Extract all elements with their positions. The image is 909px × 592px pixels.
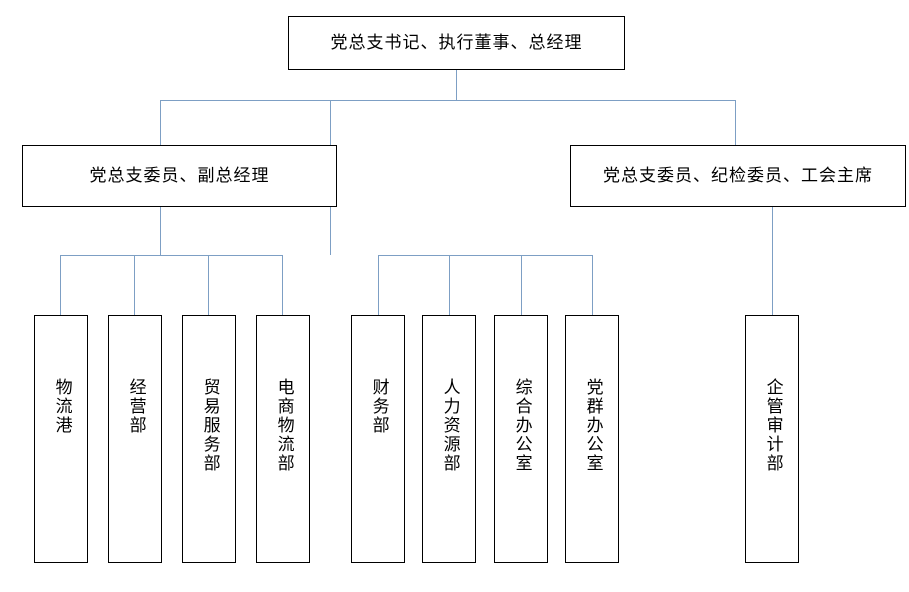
node-dept-party-mass-office[interactable]: 党群办公室 (565, 315, 619, 563)
node-top-leader[interactable]: 党总支书记、执行董事、总经理 (288, 16, 625, 70)
node-label: 电商物流部 (273, 378, 294, 473)
connector-dept2-drop (134, 255, 135, 315)
node-dept-trade-service[interactable]: 贸易服务部 (182, 315, 236, 563)
node-dept-human-resources[interactable]: 人力资源部 (422, 315, 476, 563)
connector-dept6-drop (449, 255, 450, 315)
node-label: 党总支委员、副总经理 (89, 165, 270, 186)
connector-dept3-drop (208, 255, 209, 315)
node-dept-operations[interactable]: 经营部 (108, 315, 162, 563)
node-dept-general-office[interactable]: 综合办公室 (494, 315, 548, 563)
node-label: 党群办公室 (582, 378, 603, 473)
node-label: 贸易服务部 (199, 378, 220, 473)
node-label: 党总支委员、纪检委员、工会主席 (603, 165, 873, 186)
node-label: 物流港 (51, 378, 72, 435)
node-label: 党总支书记、执行董事、总经理 (330, 32, 583, 53)
connector-to-discipline (735, 100, 736, 145)
node-label: 财务部 (368, 378, 389, 435)
node-dept-finance[interactable]: 财务部 (351, 315, 405, 563)
node-discipline-union-chair[interactable]: 党总支委员、纪检委员、工会主席 (570, 145, 906, 207)
connector-dept5-drop (378, 255, 379, 315)
connector-dept7-drop (521, 255, 522, 315)
node-label: 经营部 (125, 378, 146, 435)
connector-top-stem (456, 70, 457, 100)
connector-left-group-bus (60, 255, 282, 256)
connector-to-middle-group (330, 100, 331, 145)
connector-middle-group-bus (378, 255, 592, 256)
node-label: 企管审计部 (762, 378, 783, 473)
node-deputy-general-manager[interactable]: 党总支委员、副总经理 (22, 145, 337, 207)
node-dept-ecommerce-logistics[interactable]: 电商物流部 (256, 315, 310, 563)
connector-to-deputy-gm (160, 100, 161, 145)
node-dept-enterprise-audit[interactable]: 企管审计部 (745, 315, 799, 563)
node-label: 综合办公室 (511, 378, 532, 473)
connector-deputy-gm-stem (160, 207, 161, 255)
node-dept-logistics-port[interactable]: 物流港 (34, 315, 88, 563)
connector-dept1-drop (60, 255, 61, 315)
node-label: 人力资源部 (439, 378, 460, 473)
connector-dept9-drop (772, 207, 773, 315)
connector-dept8-drop (592, 255, 593, 315)
connector-level1-bus (160, 100, 735, 101)
connector-dept4-drop (282, 255, 283, 315)
